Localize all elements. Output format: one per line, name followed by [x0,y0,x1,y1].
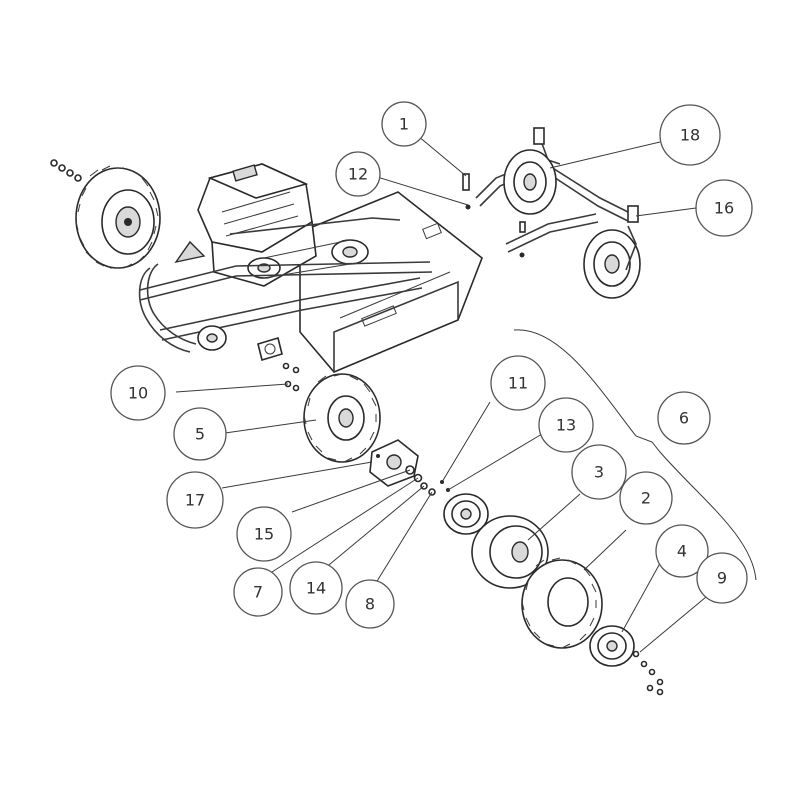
svg-text:7: 7 [253,583,263,602]
svg-text:2: 2 [641,489,651,508]
caster-wheel-lower [583,225,641,299]
rim-hub [443,493,489,535]
svg-text:10: 10 [128,384,148,403]
leader-lines [175,135,713,653]
rim-4 [589,625,635,667]
callout-18: 18 [659,104,721,166]
svg-text:5: 5 [195,425,205,444]
svg-text:17: 17 [185,491,205,510]
callout-12: 12 [335,151,381,197]
svg-text:3: 3 [594,463,604,482]
tread-wheel-2 [521,557,603,649]
caster-wheel-upper [503,149,557,215]
svg-text:13: 13 [556,416,576,435]
callout-17: 17 [166,471,224,529]
svg-text:12: 12 [348,165,368,184]
bolts-9 [632,650,664,696]
svg-text:15: 15 [254,525,274,544]
front-caster-assembly [462,127,641,299]
callout-3: 3 [571,444,627,500]
callout-11: 11 [490,355,546,411]
flange-part-17 [369,439,419,487]
callout-15: 15 [236,506,292,562]
svg-text:4: 4 [677,542,687,561]
left-axle-bolts [50,159,82,182]
pin-part [462,173,470,191]
callout-1: 1 [381,101,427,147]
mower-machine-assembly [50,159,483,374]
svg-text:1: 1 [399,115,409,134]
callout-6: 6 [657,391,711,445]
left-rear-tread-wheel [75,165,161,269]
callout-14: 14 [289,561,343,615]
callout-16: 16 [695,179,753,237]
engine [197,163,317,287]
svg-text:18: 18 [680,126,700,145]
svg-text:9: 9 [717,569,727,588]
svg-text:14: 14 [306,579,326,598]
exploded-wheel-parts [284,329,757,696]
svg-text:6: 6 [679,409,689,428]
callout-2: 2 [619,471,673,525]
callout-10: 10 [110,365,166,421]
svg-text:16: 16 [714,199,734,218]
svg-text:11: 11 [508,374,528,393]
callout-9: 9 [696,552,748,604]
group-6-bracket [513,329,757,581]
tread-wheel-5 [303,373,381,463]
svg-text:8: 8 [365,595,375,614]
callout-4: 4 [655,524,709,578]
frame-tubes [138,217,433,353]
callout-7: 7 [233,567,283,617]
callout-13: 13 [538,397,594,453]
callout-5: 5 [173,407,227,461]
callout-8: 8 [345,579,395,629]
